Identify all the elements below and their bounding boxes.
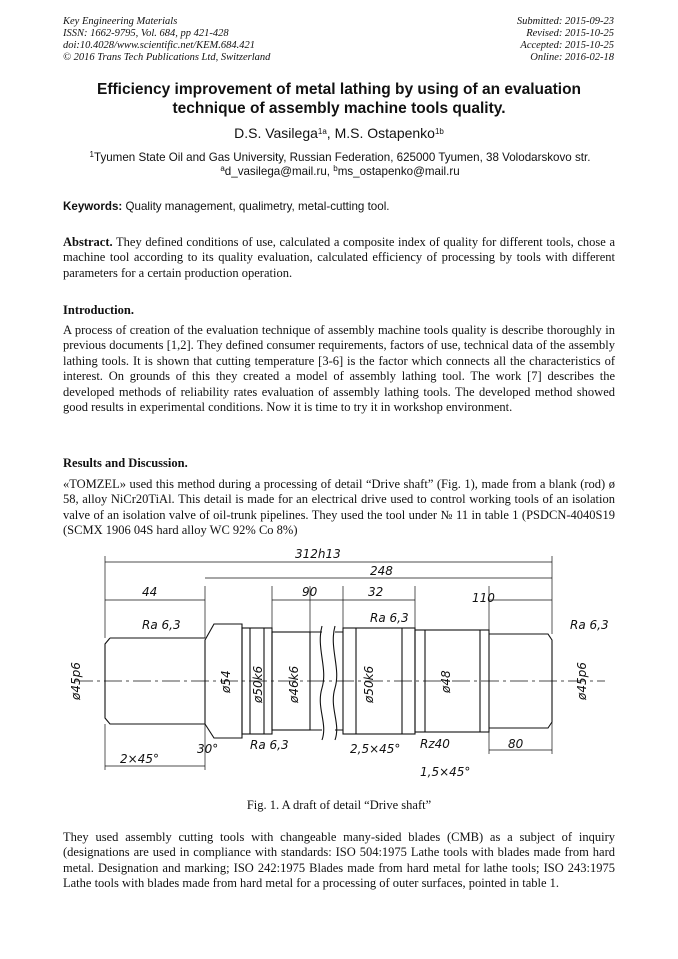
dim-80: 80: [508, 737, 524, 751]
abstract-label: Abstract.: [63, 235, 113, 249]
closing-paragraph: They used assembly cutting tools with ch…: [63, 830, 615, 891]
email-sup: b: [333, 164, 338, 173]
results-text: «TOMZEL» used this method during a proce…: [63, 477, 615, 538]
affiliation: 1Tyumen State Oil and Gas University, Ru…: [60, 151, 620, 179]
roughness-label: Ra 6,3: [142, 618, 181, 632]
diameter-label: ø45p6: [575, 662, 589, 701]
title-line: Efficiency improvement of metal lathing …: [96, 81, 582, 98]
date-line: Revised: 2015-10-25: [526, 28, 614, 39]
email-link[interactable]: ms_ostapenko@mail.ru: [337, 165, 460, 178]
author-sup: 1b: [434, 127, 444, 136]
author-separator: ,: [326, 125, 335, 141]
journal-line: Key Engineering Materials: [63, 16, 178, 27]
journal-info: Key Engineering Materials ISSN: 1662-979…: [63, 16, 270, 64]
dim-248: 248: [370, 564, 393, 578]
section-heading-introduction: Introduction.: [63, 303, 134, 317]
dim-32: 32: [368, 585, 383, 599]
date-line: Submitted: 2015-09-23: [516, 16, 614, 27]
journal-line: © 2016 Trans Tech Publications Ltd, Swit…: [63, 52, 271, 63]
journal-line: doi:10.4028/www.scientific.net/KEM.684.4…: [63, 40, 255, 51]
keywords: Keywords: Quality management, qualimetry…: [63, 200, 615, 213]
date-line: Online: 2016-02-18: [530, 52, 614, 63]
abstract-text: They defined conditions of use, calculat…: [63, 235, 615, 280]
diameter-label: ø46k6: [287, 665, 301, 704]
break-line: [332, 625, 338, 741]
shaft-outline: [310, 631, 343, 731]
dim-angle-30: 30°: [197, 742, 218, 756]
author-name: M.S. Ostapenko: [334, 125, 435, 141]
email-link[interactable]: d_vasilega@mail.ru,: [224, 165, 334, 178]
paper-title: Efficiency improvement of metal lathing …: [63, 80, 615, 118]
dim-chamfer-left: 2×45°: [120, 752, 159, 766]
diameter-label: ø50k6: [362, 665, 376, 704]
keywords-text: Quality management, qualimetry, metal-cu…: [122, 200, 390, 213]
diameter-label: ø48: [439, 670, 453, 694]
affiliation-sup: 1: [89, 150, 94, 159]
section-heading-results: Results and Discussion.: [63, 456, 188, 470]
roughness-rz40: Rz40: [420, 737, 450, 751]
dim-110: 110: [472, 591, 495, 605]
affiliation-text: Tyumen State Oil and Gas University, Rus…: [94, 151, 591, 164]
drive-shaft-drawing: 312h13 248 44 90 32 110 Ra 6,3 Ra 6,3 Ra…: [69, 548, 609, 779]
roughness-label: Ra 6,3: [370, 611, 409, 625]
abstract: Abstract. They defined conditions of use…: [63, 235, 615, 281]
email-sup: a: [220, 164, 225, 173]
keywords-label: Keywords:: [63, 200, 123, 213]
date-line: Accepted: 2015-10-25: [520, 40, 614, 51]
dim-chamfer-right: 1,5×45°: [420, 765, 470, 779]
diameter-label: ø50k6: [251, 665, 265, 704]
journal-line: ISSN: 1662-9795, Vol. 684, pp 421-428: [63, 28, 229, 39]
roughness-label: Ra 6,3: [250, 738, 289, 752]
roughness-label: Ra 6,3: [570, 618, 609, 632]
author-sup: 1a: [317, 127, 327, 136]
title-line: technique of assembly machine tools qual…: [172, 100, 506, 117]
shaft-outline: [104, 623, 243, 739]
authors: D.S. Vasilega1a, M.S. Ostapenko1b: [63, 125, 615, 141]
figure-caption: Fig. 1. A draft of detail “Drive shaft”: [246, 798, 432, 812]
diameter-label: ø45p6: [69, 662, 83, 701]
dim-44: 44: [142, 585, 157, 599]
diameter-label: ø54: [219, 670, 233, 694]
submission-dates: Submitted: 2015-09-23 Revised: 2015-10-2…: [517, 16, 614, 64]
dim-overall-length: 312h13: [295, 548, 341, 561]
dim-90: 90: [302, 585, 318, 599]
author-name: D.S. Vasilega: [234, 125, 318, 141]
introduction-text: A process of creation of the evaluation …: [63, 323, 615, 415]
dim-chamfer-middle: 2,5×45°: [350, 742, 400, 756]
break-line: [319, 625, 325, 741]
